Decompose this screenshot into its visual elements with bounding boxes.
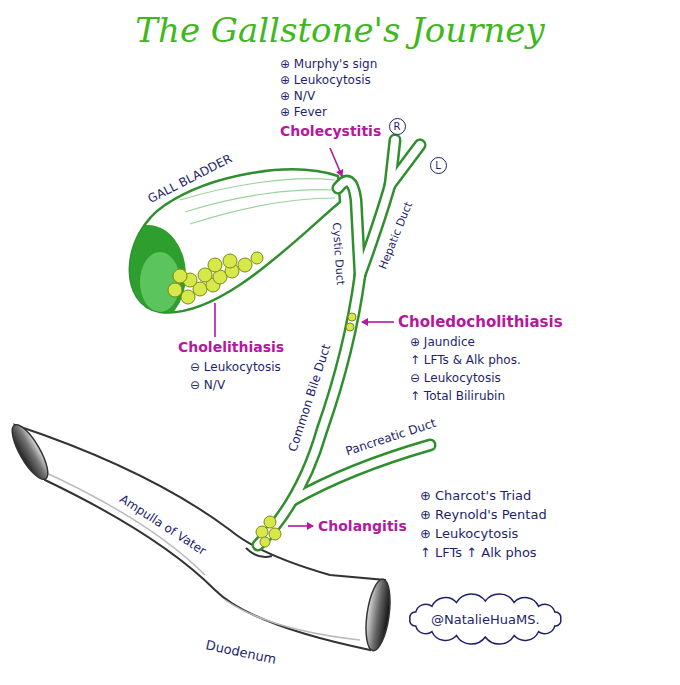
lobe-marker-circle: L bbox=[430, 157, 447, 174]
finding-text: ⊕ Jaundice bbox=[410, 335, 475, 349]
condition-name: Cholelithiasis bbox=[178, 339, 284, 356]
cloud-path bbox=[410, 594, 561, 644]
finding-text: ↑ LFTs & Alk phos. bbox=[410, 353, 521, 367]
finding-text: ⊕ Leukocytosis bbox=[420, 526, 518, 542]
finding-text: ⊖ Leukocytosis bbox=[410, 371, 501, 385]
diagram-title: The Gallstone's Journey bbox=[135, 10, 544, 51]
finding-text: ⊕ Reynold's Pentad bbox=[420, 507, 547, 523]
lobe-letter: R bbox=[394, 121, 401, 132]
finding-text: ↑ LFTs ↑ Alk phos bbox=[420, 545, 537, 561]
duodenum bbox=[6, 420, 394, 652]
signature-cloud: @NatalieHuaMS. bbox=[405, 596, 566, 642]
finding-text: ⊕ Leukocytosis bbox=[280, 73, 371, 87]
finding-text: ⊖ Leukocytosis bbox=[190, 360, 281, 374]
condition-name: Choledocholithiasis bbox=[398, 313, 563, 331]
lobe-letter: L bbox=[435, 160, 441, 171]
signature-text: @NatalieHuaMS. bbox=[431, 612, 540, 627]
finding-text: ⊕ Fever bbox=[280, 105, 327, 119]
leader-arrows bbox=[215, 148, 394, 526]
anatomy-label: Duodenum bbox=[203, 637, 278, 668]
condition-name: Cholangitis bbox=[318, 518, 407, 535]
condition-name: Cholecystitis bbox=[280, 123, 381, 140]
finding-text: ⊕ N/V bbox=[280, 89, 315, 103]
finding-text: ↑ Total Bilirubin bbox=[410, 389, 505, 403]
anatomy-label: Cystic Duct bbox=[329, 222, 347, 287]
finding-text: ⊖ N/V bbox=[190, 378, 225, 392]
finding-text: ⊕ Charcot's Triad bbox=[420, 488, 531, 504]
lobe-marker-circle: R bbox=[389, 118, 406, 135]
finding-text: ⊕ Murphy's sign bbox=[280, 57, 377, 71]
